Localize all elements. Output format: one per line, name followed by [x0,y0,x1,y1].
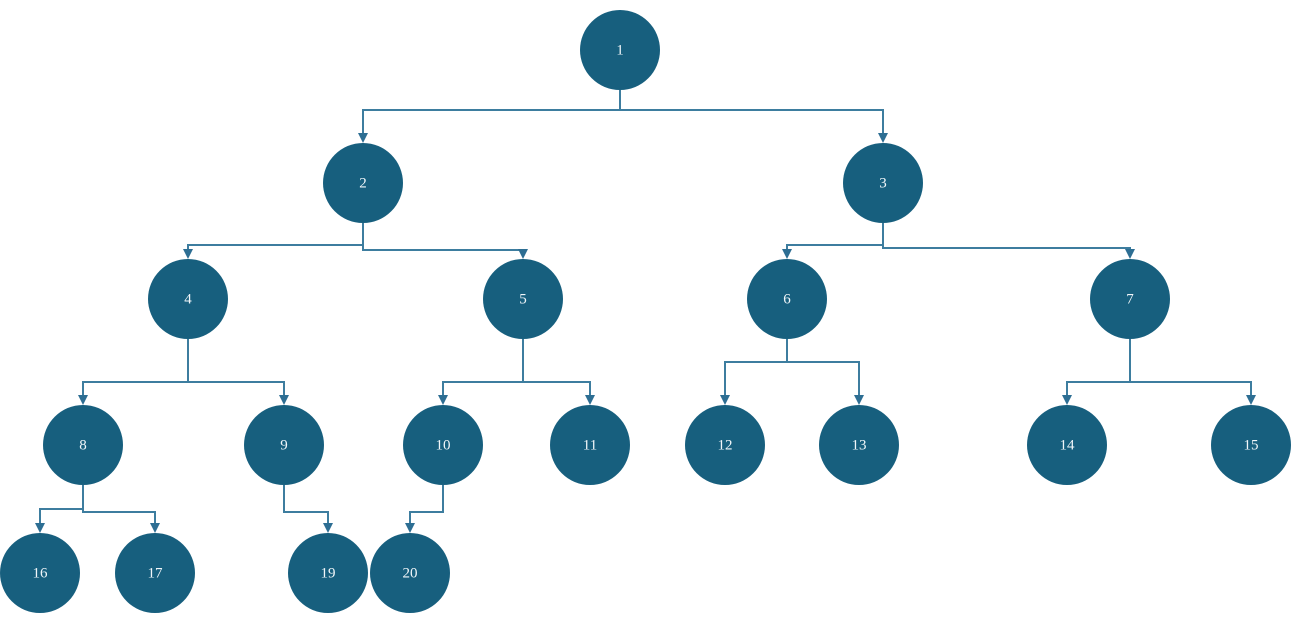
arrowhead-icon [518,249,528,259]
tree-node-3[interactable]: 3 [843,143,923,223]
edge-line [1066,339,1131,395]
edge-line [362,90,621,133]
arrowhead-icon [1246,395,1256,405]
node-circle[interactable] [43,405,123,485]
arrowhead-icon [150,523,160,533]
tree-node-14[interactable]: 14 [1027,405,1107,485]
arrowhead-icon [279,395,289,405]
edge-line [724,339,788,395]
tree-edge-7-14 [1062,339,1131,405]
tree-edge-10-20 [405,485,444,533]
edge-line [882,223,1131,249]
arrowhead-icon [438,395,448,405]
edge-line [522,339,591,395]
node-circle[interactable] [403,405,483,485]
arrowhead-icon [183,249,193,259]
node-circle[interactable] [819,405,899,485]
arrowhead-icon [878,133,888,143]
tree-edge-9-19 [283,485,333,533]
tree-edge-4-9 [187,339,289,405]
arrowhead-icon [78,395,88,405]
node-circle[interactable] [115,533,195,613]
tree-node-11[interactable]: 11 [550,405,630,485]
node-circle[interactable] [0,533,80,613]
edge-line [619,90,884,133]
edge-line [39,485,84,523]
edge-line [1129,339,1252,395]
edge-line [187,223,364,249]
arrowhead-icon [358,133,368,143]
tree-node-19[interactable]: 19 [288,533,368,613]
tree-node-6[interactable]: 6 [747,259,827,339]
node-circle[interactable] [323,143,403,223]
node-circle[interactable] [288,533,368,613]
tree-node-12[interactable]: 12 [685,405,765,485]
tree-edge-8-17 [82,485,160,533]
node-circle[interactable] [580,10,660,90]
arrowhead-icon [782,249,792,259]
tree-edge-2-5 [362,223,528,259]
edge-line [362,223,524,251]
tree-edge-6-13 [786,339,864,405]
tree-edge-3-6 [782,223,884,259]
tree-node-17[interactable]: 17 [115,533,195,613]
node-circle[interactable] [244,405,324,485]
node-circle[interactable] [483,259,563,339]
tree-edge-4-8 [78,339,189,405]
tree-node-15[interactable]: 15 [1211,405,1291,485]
arrowhead-icon [405,523,415,533]
tree-edge-8-16 [35,485,84,533]
tree-node-10[interactable]: 10 [403,405,483,485]
tree-edge-1-3 [619,90,888,143]
edge-line [409,485,444,523]
arrowhead-icon [585,395,595,405]
edge-line [786,339,860,395]
tree-node-8[interactable]: 8 [43,405,123,485]
edge-line [283,485,329,523]
tree-node-13[interactable]: 13 [819,405,899,485]
tree-edge-5-11 [522,339,595,405]
edge-line [82,339,189,395]
tree-edge-1-2 [358,90,621,143]
node-circle[interactable] [550,405,630,485]
edge-line [786,223,884,249]
node-circle[interactable] [685,405,765,485]
tree-edge-6-12 [720,339,788,405]
arrowhead-icon [854,395,864,405]
node-circle[interactable] [1211,405,1291,485]
tree-node-9[interactable]: 9 [244,405,324,485]
tree-node-7[interactable]: 7 [1090,259,1170,339]
node-circle[interactable] [148,259,228,339]
arrowhead-icon [720,395,730,405]
node-circle[interactable] [843,143,923,223]
tree-edge-7-15 [1129,339,1256,405]
edge-line [442,339,524,395]
tree-edge-2-4 [183,223,364,259]
tree-edge-5-10 [438,339,524,405]
node-circle[interactable] [747,259,827,339]
arrowhead-icon [1062,395,1072,405]
tree-node-1[interactable]: 1 [580,10,660,90]
edge-line [187,339,285,395]
arrowhead-icon [35,523,45,533]
tree-node-20[interactable]: 20 [370,533,450,613]
tree-edge-3-7 [882,223,1135,259]
tree-node-2[interactable]: 2 [323,143,403,223]
node-circle[interactable] [1027,405,1107,485]
edge-layer [35,90,1256,533]
tree-node-16[interactable]: 16 [0,533,80,613]
tree-node-4[interactable]: 4 [148,259,228,339]
tree-node-5[interactable]: 5 [483,259,563,339]
edge-line [82,485,156,523]
arrowhead-icon [323,523,333,533]
arrowhead-icon [1125,249,1135,259]
node-circle[interactable] [1090,259,1170,339]
node-circle[interactable] [370,533,450,613]
